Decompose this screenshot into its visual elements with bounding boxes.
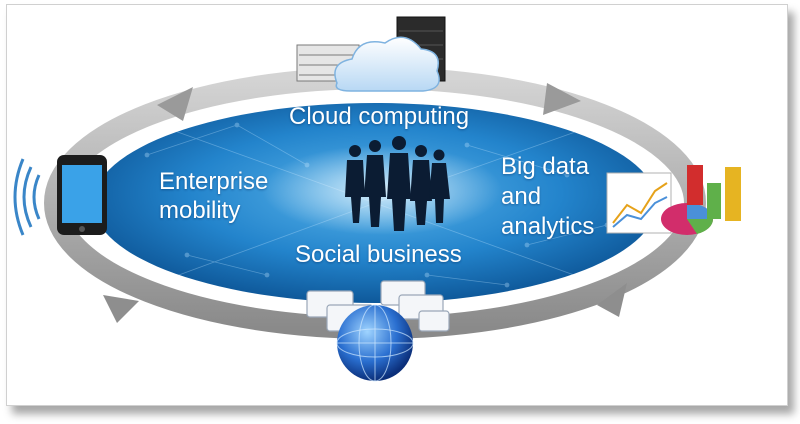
label-big-data-line1: Big data	[501, 153, 590, 180]
arrow-head-bottom-left	[103, 295, 139, 323]
enterprise-mobility-icons	[13, 155, 107, 236]
globe-icon	[336, 304, 414, 382]
label-big-data-line3: analytics	[501, 213, 595, 240]
arrow-head-top-right	[543, 83, 581, 115]
cloud-computing-icons	[296, 16, 446, 92]
label-big-data-line2: and	[501, 183, 542, 210]
label-social-business: Social business	[295, 241, 462, 268]
line-chart-icon	[606, 172, 672, 234]
social-business-icons	[306, 280, 450, 382]
arrow-head-left	[157, 87, 193, 121]
arrow-head-right	[597, 283, 627, 317]
label-cloud-computing: Cloud computing	[289, 103, 470, 130]
label-enterprise-mobility-line2: mobility	[159, 197, 241, 224]
business-people-icon	[345, 136, 450, 231]
cloud-icon	[334, 36, 440, 92]
label-enterprise-mobility-line1: Enterprise	[159, 168, 269, 195]
bar-chart-icon	[687, 165, 741, 221]
diagram-canvas	[13, 16, 741, 382]
wireless-signal-icon	[13, 158, 41, 236]
pie-chart-icon	[661, 203, 714, 235]
smartphone-icon	[57, 155, 107, 235]
diagram-frame: Cloud computing Enterprise mobility Big …	[6, 4, 788, 406]
big-data-analytics-icons	[606, 165, 741, 235]
